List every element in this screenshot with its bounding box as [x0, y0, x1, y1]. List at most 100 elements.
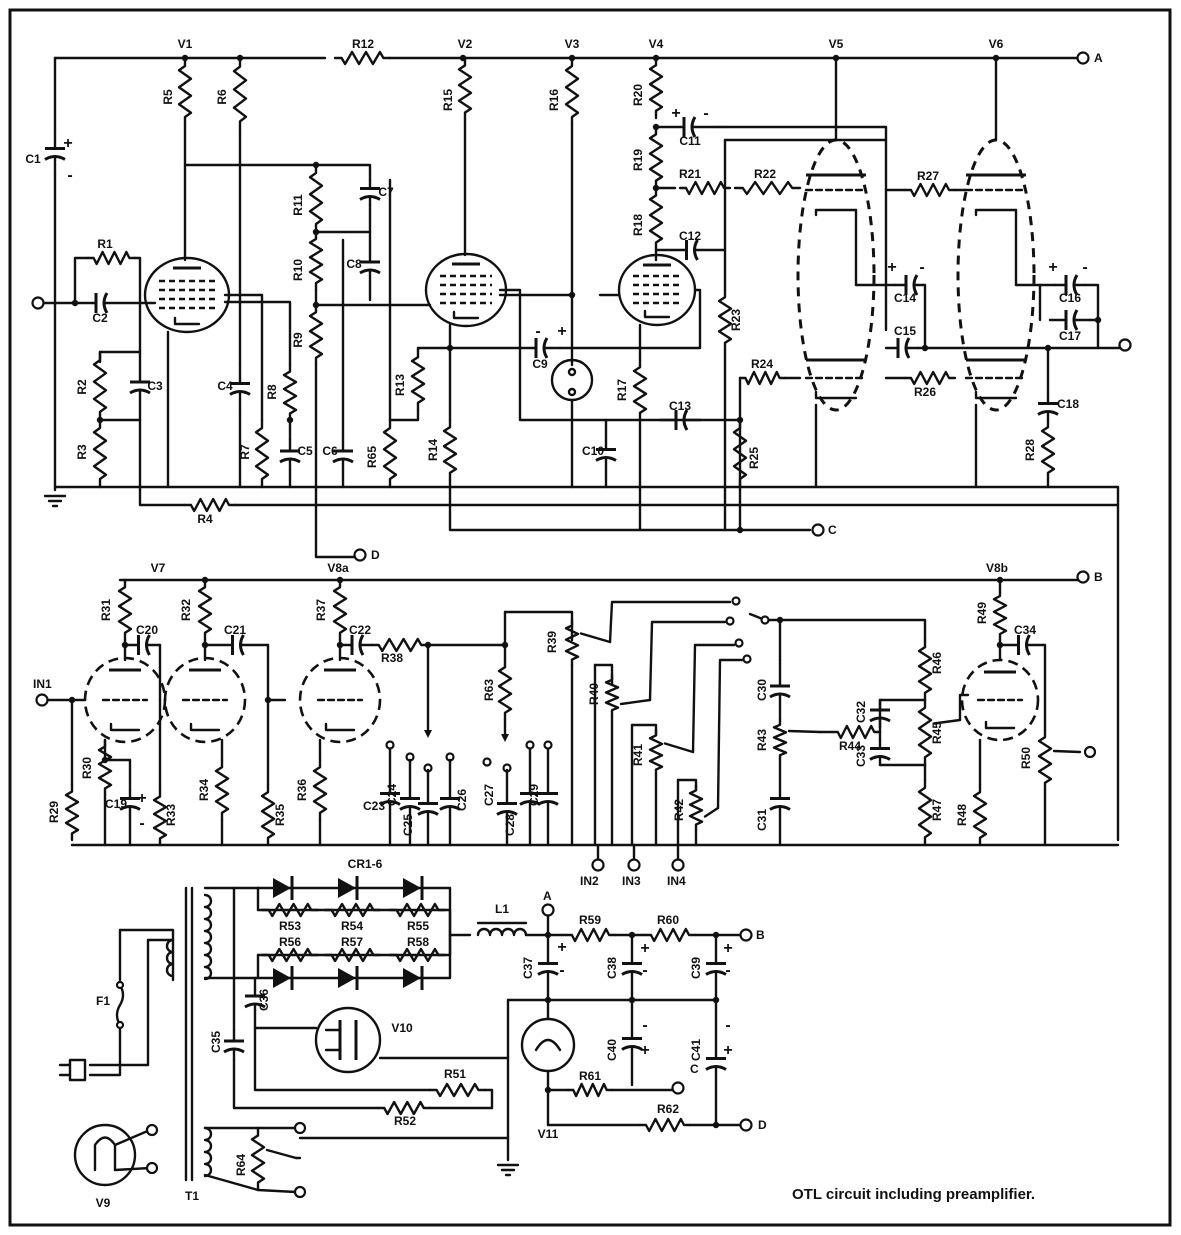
label-c13: C13 — [669, 399, 691, 413]
resistor-r21 — [678, 180, 732, 196]
wire — [103, 758, 132, 792]
capacitor-plate — [621, 970, 643, 976]
label-c33: C33 — [854, 745, 868, 767]
capacitor-plate — [239, 634, 245, 656]
label-r20: R20 — [631, 84, 645, 106]
terminal-in2 — [591, 858, 605, 872]
label-r46: R46 — [930, 652, 944, 674]
figure-frame — [8, 8, 1172, 1227]
label-c23: C23 — [363, 799, 385, 813]
label-c4: C4 — [217, 379, 233, 393]
vacuum-tube — [298, 656, 382, 744]
resistor-r47 — [917, 778, 933, 847]
terminal-label-b: B — [756, 928, 765, 942]
resistor-r53 — [260, 902, 320, 918]
label-r4: R4 — [197, 512, 213, 526]
capacitor-plate — [1072, 274, 1079, 296]
resistor-r18 — [648, 186, 664, 252]
label-c19: C19 — [105, 797, 127, 811]
label-r38: R38 — [381, 651, 403, 665]
figure-caption: OTL circuit including preamplifier. — [792, 1186, 1035, 1203]
wiper-r64 — [265, 1148, 298, 1160]
wiper-r40 — [619, 698, 652, 706]
polarity-mark: + — [557, 323, 566, 340]
terminal-in3 — [627, 858, 641, 872]
resistor-r50 — [1037, 728, 1053, 792]
switch-arrow — [424, 730, 432, 738]
polarity-mark: - — [1082, 259, 1087, 276]
label-r53: R53 — [279, 919, 301, 933]
resistor-r42 — [688, 783, 704, 832]
junction-dot — [1094, 316, 1102, 324]
wire — [648, 620, 727, 702]
label-c6: C6 — [322, 444, 338, 458]
lamp-terminal — [145, 1161, 159, 1175]
label-r19: R19 — [631, 149, 645, 171]
terminal-d — [353, 548, 367, 562]
tube-cathode — [173, 316, 201, 326]
neon-electrode — [567, 387, 577, 397]
switch-contact — [385, 740, 395, 750]
resistor-r65 — [382, 418, 398, 489]
label-r17: R17 — [615, 379, 629, 401]
tube-cathode — [324, 1028, 342, 1052]
label-v8a: V8a — [327, 561, 349, 575]
capacitor-plate — [359, 268, 381, 275]
label-r8: R8 — [265, 384, 279, 400]
vacuum-tube-v5 — [796, 138, 876, 412]
wire — [448, 478, 812, 532]
label-c21: C21 — [224, 623, 246, 637]
terminal-label-d: D — [758, 1118, 767, 1132]
label-r65: R65 — [365, 446, 379, 468]
vacuum-tube — [424, 252, 508, 328]
label-r63: R63 — [482, 679, 496, 701]
terminal-in1 — [35, 693, 49, 707]
wire — [183, 163, 372, 182]
capacitor-plate — [119, 805, 141, 811]
label-c5: C5 — [297, 444, 313, 458]
tube-electrode — [534, 1038, 562, 1052]
fuse-f1 — [115, 983, 125, 1027]
resistor-r3 — [92, 418, 108, 489]
terminal-c — [671, 1081, 685, 1095]
switch-contact — [543, 740, 553, 750]
wire — [138, 418, 187, 507]
tube-cathode — [814, 390, 858, 400]
label-r6: R6 — [215, 89, 229, 105]
capacitor-plate — [705, 970, 727, 976]
label-r54: R54 — [341, 919, 363, 933]
label-r48: R48 — [955, 804, 969, 826]
capacitor-plate — [244, 1002, 266, 1009]
label-c1: C1 — [25, 152, 41, 166]
resistor-r44 — [830, 724, 882, 740]
wire — [958, 693, 970, 722]
polarity-mark: - — [535, 323, 540, 340]
resistor-r6 — [232, 56, 248, 132]
resistor-r28 — [1040, 418, 1056, 482]
primary-winding — [165, 938, 175, 978]
label-c11: C11 — [679, 134, 701, 148]
label-r32: R32 — [179, 599, 193, 621]
label-r12: R12 — [352, 37, 374, 51]
polarity-mark: - — [139, 815, 144, 832]
wiper-arrow — [705, 816, 712, 824]
terminal-label-d: D — [371, 548, 380, 562]
resistor-r58 — [388, 947, 447, 963]
vacuum-tube — [960, 658, 1040, 742]
wire — [388, 408, 420, 422]
resistor-r63 — [497, 658, 513, 722]
polarity-mark: - — [919, 259, 924, 276]
resistor-r4 — [183, 497, 237, 513]
capacitor-plate — [145, 634, 151, 656]
label-c35: C35 — [209, 1031, 223, 1053]
polarity-mark: - — [559, 962, 564, 979]
label-r36: R36 — [295, 779, 309, 801]
label-t1: T1 — [185, 1189, 199, 1203]
label-r59: R59 — [579, 913, 601, 927]
wire — [223, 293, 264, 422]
capacitor-plate — [417, 810, 439, 816]
label-r18: R18 — [631, 214, 645, 236]
fuse-contact — [115, 980, 125, 990]
label-r60: R60 — [657, 913, 679, 927]
wire — [314, 363, 357, 559]
